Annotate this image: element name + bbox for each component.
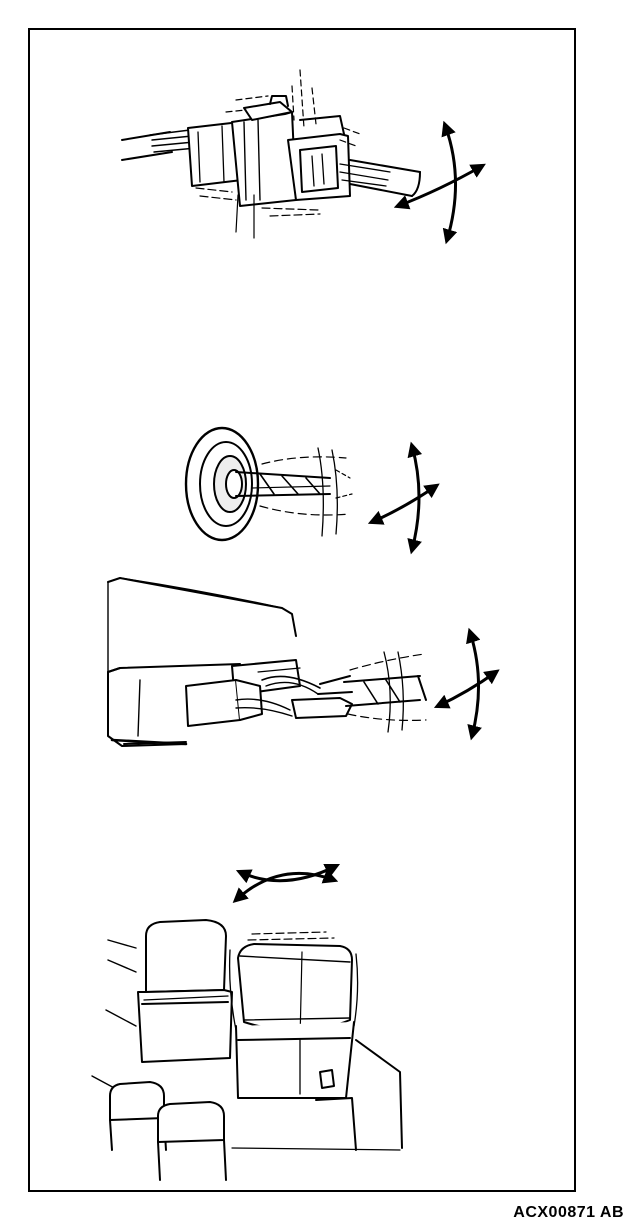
grommet-harness-diagram [184,426,440,555]
control-unit-connectors-diagram [107,577,500,747]
relays-diagram [91,863,403,1181]
connector-pair-diagram [121,69,486,245]
figure-code-label: ACX00871 AB [513,1204,624,1221]
